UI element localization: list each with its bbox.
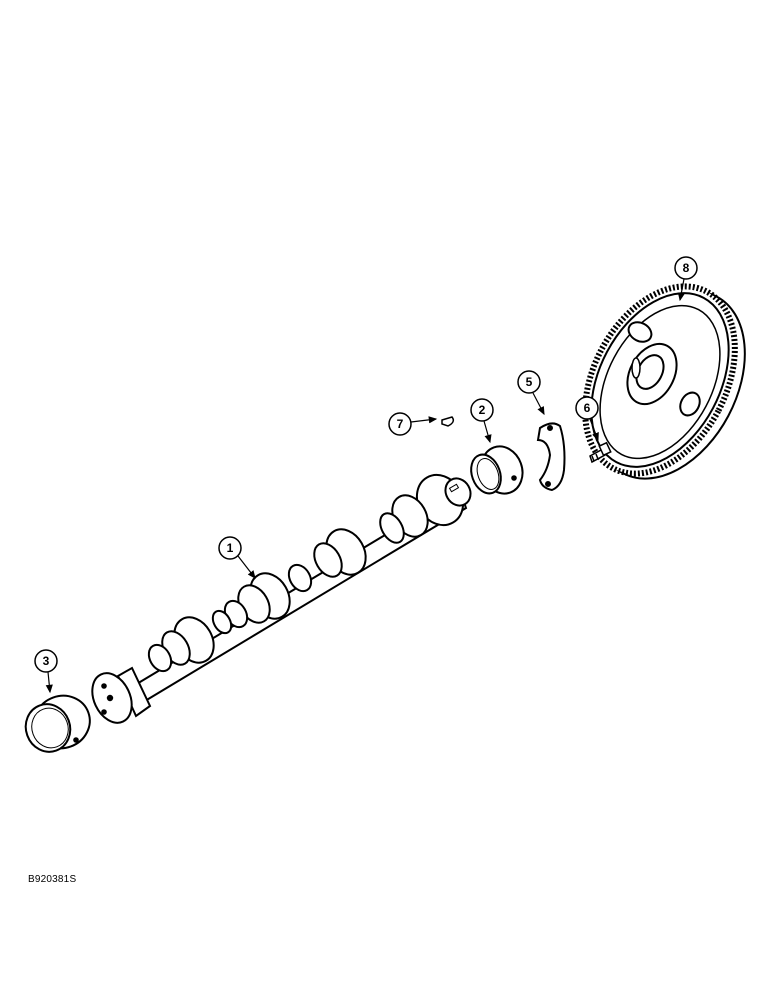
camshaft-gear <box>582 283 746 480</box>
callout-6: 6 <box>575 396 599 442</box>
figure-reference-code: B920381S <box>28 874 77 885</box>
camshaft <box>91 473 472 724</box>
callout-3: 3 <box>34 649 58 694</box>
callout-2: 2 <box>470 398 494 444</box>
thrust-plate <box>536 422 566 492</box>
cap-screw <box>589 441 612 464</box>
svg-text:8: 8 <box>683 261 690 275</box>
svg-text:2: 2 <box>479 403 486 417</box>
front-bushing <box>470 445 524 495</box>
rear-bushing <box>24 694 91 753</box>
svg-text:1: 1 <box>227 541 234 555</box>
callout-8: 8 <box>674 256 698 302</box>
woodruff-key <box>441 416 455 427</box>
svg-text:6: 6 <box>584 401 591 415</box>
svg-text:7: 7 <box>397 417 404 431</box>
callout-5: 5 <box>517 370 545 416</box>
callout-1: 1 <box>218 536 256 579</box>
svg-text:5: 5 <box>526 375 533 389</box>
svg-text:3: 3 <box>43 654 50 668</box>
callout-7: 7 <box>388 412 438 436</box>
